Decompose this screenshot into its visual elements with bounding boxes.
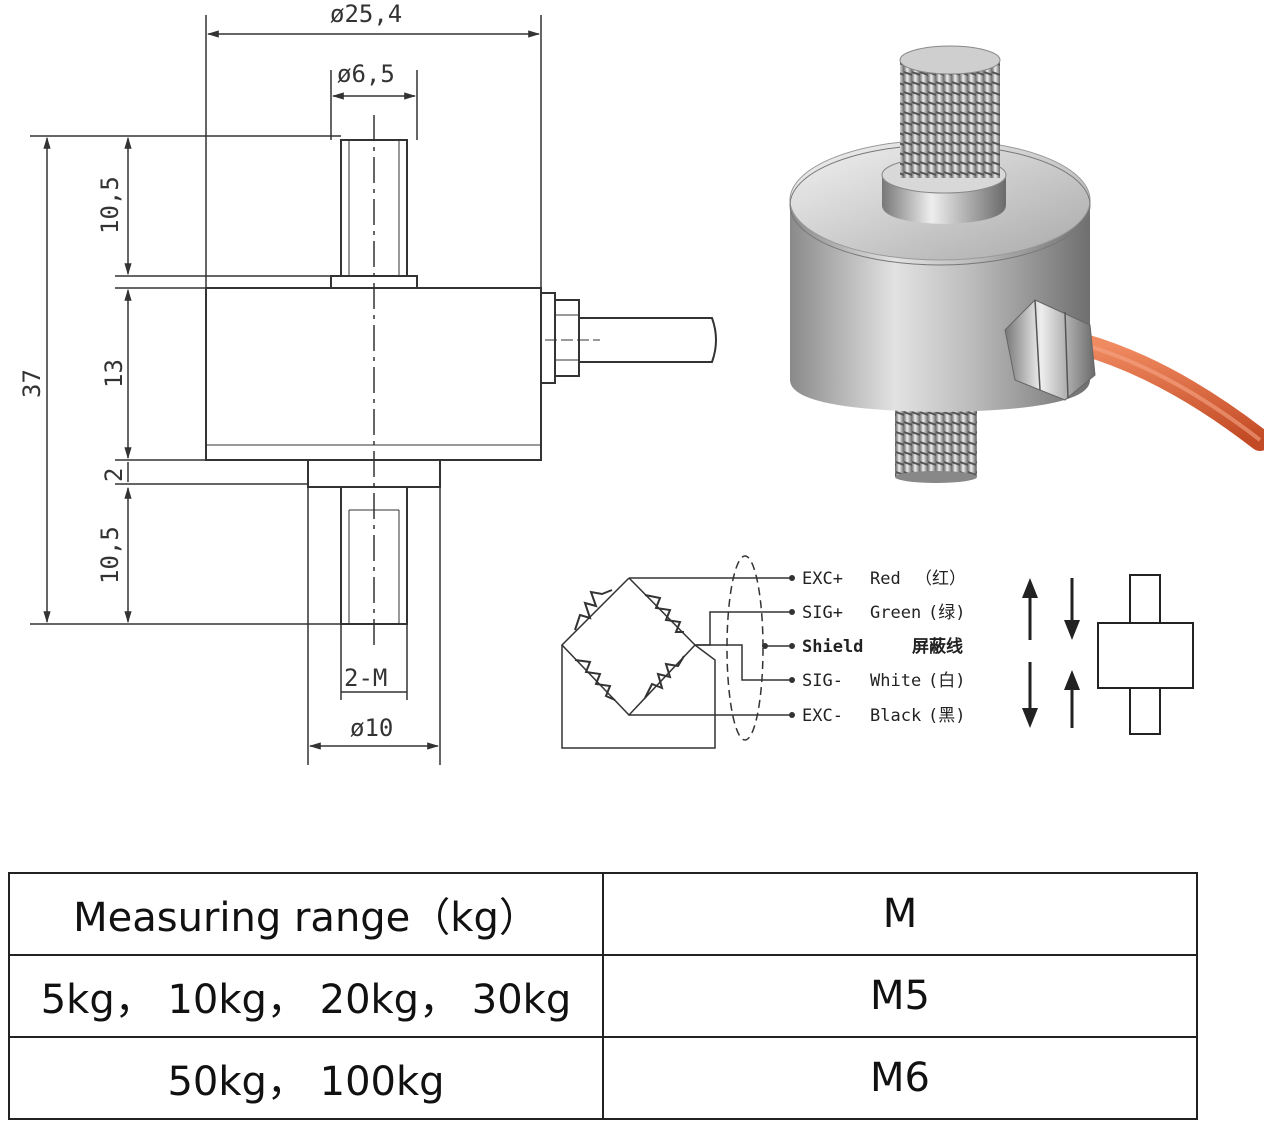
wire-signal-5: EXC-	[802, 706, 843, 726]
wire-color-1: Red	[870, 569, 901, 589]
product-photo	[789, 45, 1264, 483]
wire-cn-1: （红）	[915, 569, 966, 589]
spec-table: Measuring range（kg） M 5kg， 10kg， 20kg， 3…	[8, 872, 1198, 1120]
wire-signal-1: EXC+	[802, 569, 843, 589]
tension-arrows-icon	[1022, 578, 1080, 640]
wire-color-4: White	[870, 671, 921, 691]
table-cell-range: 50kg， 100kg	[8, 1036, 604, 1120]
dim-outer-diameter: ø25,4	[330, 0, 402, 28]
wire-signal-2: SIG+	[802, 603, 843, 623]
load-cell-drawing: ø25,4 ø6,5 37 10,5 13 2 10,5 2-M ø10	[18, 0, 1264, 765]
wire-color-2: Green	[870, 603, 921, 623]
dim-bottom-thread: 10,5	[96, 526, 124, 584]
dim-base-diameter: ø10	[350, 714, 393, 742]
dimension-lines	[30, 15, 542, 765]
wire-color-5: Black	[870, 706, 921, 726]
compression-arrows-icon	[1022, 662, 1080, 728]
wire-signal-4: SIG-	[802, 671, 843, 691]
wire-labels: EXC+ Red （红） SIG+ Green (绿) Shield 屏蔽线 S…	[802, 569, 966, 726]
table-row: 50kg， 100kg M6	[8, 1036, 1198, 1120]
table-header-row: Measuring range（kg） M	[8, 872, 1198, 956]
table-header-range: Measuring range（kg）	[8, 872, 604, 956]
wiring-diagram	[560, 555, 790, 749]
wire-terminals	[762, 575, 795, 718]
table-cell-thread: M6	[602, 1036, 1198, 1120]
table-row: 5kg， 10kg， 20kg， 30kg M5	[8, 954, 1198, 1038]
resistor-1	[574, 589, 613, 631]
bridge-outline	[560, 577, 697, 717]
shield-ellipse	[726, 555, 764, 741]
table-cell-range: 5kg， 10kg， 20kg， 30kg	[8, 954, 604, 1038]
load-cell-symbol-icon	[1097, 574, 1194, 735]
dim-body-height: 13	[100, 359, 128, 388]
dimension-labels: ø25,4 ø6,5 37 10,5 13 2 10,5 2-M ø10	[18, 0, 402, 742]
cable-gland	[540, 292, 556, 384]
dim-collar-height: 2	[100, 468, 128, 482]
wire-cn-4: (白)	[928, 671, 965, 691]
resistor-3	[574, 659, 616, 701]
dim-pin-diameter: ø6,5	[337, 60, 395, 88]
wire-signal-3: Shield	[802, 637, 863, 657]
table-header-thread: M	[602, 872, 1198, 956]
dim-thread-label: 2-M	[344, 664, 387, 692]
technical-drawing	[205, 115, 717, 650]
wire-cn-3: 屏蔽线	[912, 636, 963, 657]
resistor-2	[644, 594, 684, 633]
resistor-4	[644, 655, 685, 699]
wire-cn-2: (绿)	[928, 603, 965, 623]
load-direction-diagram	[1022, 574, 1194, 735]
wire-cn-5: (黑)	[928, 706, 965, 726]
dim-top-thread: 10,5	[96, 176, 124, 234]
table-cell-thread: M5	[602, 954, 1198, 1038]
cable-outline	[579, 317, 717, 363]
dim-total-height: 37	[18, 369, 46, 398]
